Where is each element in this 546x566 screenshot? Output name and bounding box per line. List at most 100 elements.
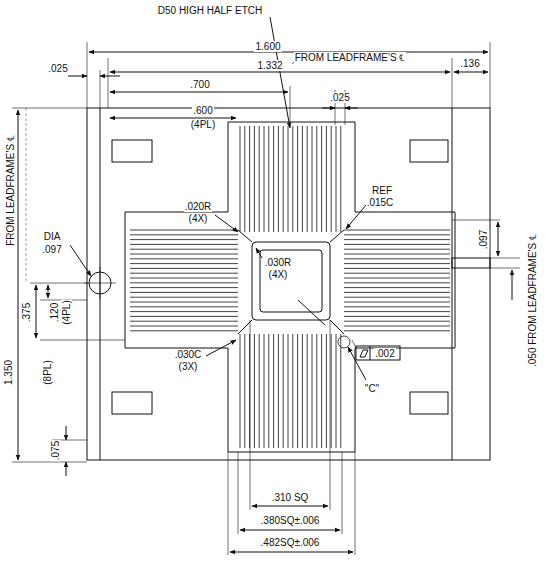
lead-stroke — [344, 326, 450, 327]
lead-stroke — [130, 258, 238, 259]
dimension-label: .097 — [479, 228, 490, 249]
lead-stroke — [130, 254, 238, 255]
dimension-label: .025 — [329, 92, 350, 103]
lead-stroke — [340, 126, 341, 232]
lead-stroke — [302, 126, 303, 232]
lead-stroke — [336, 126, 337, 232]
lead-stroke — [312, 126, 313, 232]
lead-stroke — [288, 126, 289, 232]
lead-stroke — [344, 239, 450, 240]
dimension-label: .380SQ±.006 — [260, 515, 321, 526]
lead-stroke — [292, 334, 293, 448]
lead-stroke — [344, 254, 450, 255]
lead-stroke — [344, 249, 450, 250]
lead-stroke — [344, 316, 450, 317]
dimension-label: DIA — [43, 231, 62, 242]
dimension-label: (3X) — [178, 361, 199, 372]
lead-stroke — [283, 334, 284, 448]
lead-stroke — [316, 126, 317, 232]
lead-stroke — [240, 126, 241, 232]
lead-stroke — [130, 311, 238, 312]
dimension-label: .030R — [264, 257, 293, 268]
dimension-label: (8PL) — [41, 359, 52, 385]
lead-stroke — [316, 334, 317, 448]
lead-stroke — [130, 321, 238, 322]
lead-stroke — [130, 292, 238, 293]
lead-stroke — [344, 282, 450, 283]
dimension-label: 1.600 — [254, 41, 281, 52]
dimension-label: .700 — [189, 79, 210, 90]
lead-stroke — [130, 278, 238, 279]
lead-stroke — [344, 287, 450, 288]
dimension-label: .075 — [51, 439, 62, 460]
dimension-label: .375 — [22, 301, 33, 322]
lead-stroke — [288, 334, 289, 448]
lead-stroke — [264, 126, 265, 232]
lead-stroke — [130, 297, 238, 298]
lead-stroke — [268, 126, 269, 232]
lead-stroke — [244, 334, 245, 448]
lead-stroke — [344, 278, 450, 279]
lead-stroke — [283, 126, 284, 232]
dimension-label: .030C — [174, 349, 203, 360]
lead-stroke — [273, 334, 274, 448]
lead-stroke — [130, 230, 238, 231]
lead-stroke — [344, 230, 450, 231]
dimension-label: 1.332 — [256, 60, 283, 71]
lead-stroke — [344, 273, 450, 274]
dimension-label: REF — [371, 185, 393, 196]
lead-stroke — [307, 334, 308, 448]
lead-stroke — [340, 334, 341, 448]
lead-stroke — [302, 334, 303, 448]
lead-stroke — [130, 244, 238, 245]
lead-stroke — [278, 126, 279, 232]
lead-stroke — [268, 334, 269, 448]
lead-stroke — [344, 268, 450, 269]
lead-stroke — [344, 234, 450, 235]
lead-stroke — [312, 334, 313, 448]
dimension-label: .482SQ±.006 — [260, 537, 321, 548]
dimension-label: .600 — [192, 105, 213, 116]
lead-stroke — [292, 126, 293, 232]
lead-stroke — [130, 268, 238, 269]
lead-stroke — [344, 263, 450, 264]
lead-stroke — [326, 334, 327, 448]
lead-stroke — [331, 334, 332, 448]
lead-stroke — [344, 292, 450, 293]
lead-stroke — [254, 334, 255, 448]
lead-stroke — [344, 302, 450, 303]
lead-stroke — [254, 126, 255, 232]
lead-stroke — [130, 330, 238, 331]
lead-stroke — [130, 287, 238, 288]
lead-stroke — [344, 258, 450, 259]
lead-stroke — [344, 321, 450, 322]
lead-stroke — [264, 334, 265, 448]
dimension-label: (4PL) — [60, 299, 71, 325]
dimension-label: .015C — [366, 197, 395, 208]
lead-stroke — [336, 334, 337, 448]
dimension-label: .136 — [459, 58, 480, 69]
lead-stroke — [326, 126, 327, 232]
dimension-label: .310 SQ — [271, 492, 310, 503]
lead-stroke — [130, 306, 238, 307]
lead-stroke — [130, 234, 238, 235]
lead-stroke — [244, 126, 245, 232]
dimension-label: .020R — [184, 201, 213, 212]
lead-stroke — [321, 126, 322, 232]
lead-stroke — [259, 126, 260, 232]
lead-stroke — [344, 297, 450, 298]
lead-stroke — [344, 330, 450, 331]
lead-stroke — [130, 302, 238, 303]
lead-stroke — [130, 282, 238, 283]
dimension-label: .050 FROM LEADFRAME'S ℄ — [526, 233, 537, 368]
lead-stroke — [240, 334, 241, 448]
dimension-label: 1.350 — [4, 358, 15, 385]
lead-stroke — [130, 239, 238, 240]
dimension-label: (4X) — [188, 213, 209, 224]
lead-stroke — [321, 334, 322, 448]
dimension-label: FROM LEADFRAME'S ℄ — [294, 52, 407, 63]
lead-stroke — [259, 334, 260, 448]
dimension-label: .120 — [50, 301, 61, 322]
